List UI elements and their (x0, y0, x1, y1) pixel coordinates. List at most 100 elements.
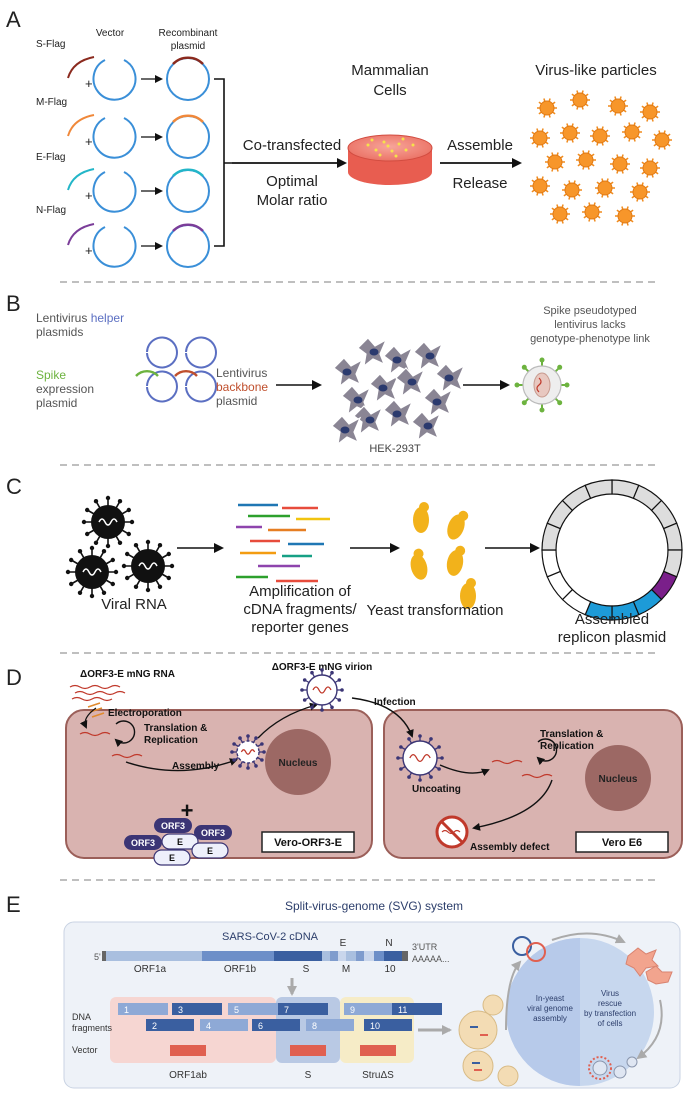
e-gene-fragment (67, 168, 95, 191)
m-insert (172, 114, 204, 123)
spike-head (418, 734, 422, 738)
spike-head (337, 698, 342, 702)
electroporation-label: Electroporation (108, 708, 182, 719)
nucleus-1 (265, 729, 331, 795)
spike-head (399, 767, 403, 771)
rna (79, 731, 111, 737)
vlp-particle (560, 123, 580, 143)
genome-segment (374, 951, 384, 961)
assembled-label-2: replicon plasmid (558, 629, 666, 646)
dna-fragment (364, 1019, 412, 1031)
cell2-label-box (575, 831, 669, 853)
svg-title: Split-virus-genome (SVG) system (285, 899, 463, 913)
orf1ab-label: ORF1ab (169, 1070, 207, 1081)
recombinant-plasmid (166, 169, 210, 213)
orf3-e-proteins: ORF3 ORF3 ORF3 E E E (124, 818, 232, 866)
yeast-cells (410, 502, 476, 609)
strus-label: StruΔS (362, 1070, 394, 1081)
cell1-label: Vero-ORF3-E (274, 837, 342, 849)
replicon-segment (662, 522, 683, 551)
recombinant-label-1: Recombinant (159, 28, 218, 39)
tr2-label-1: Translation & (540, 729, 603, 740)
orf3-protein (124, 835, 162, 850)
orf3-label: ORF3 (201, 828, 225, 838)
genome-segment (364, 951, 374, 961)
dna-fragment (118, 1003, 168, 1015)
yeast-assembly (458, 994, 519, 1087)
panel-a-letter: A (6, 7, 21, 32)
spike-head (254, 764, 258, 768)
spike-head (238, 764, 242, 768)
plasmids-icon (512, 936, 546, 962)
vector-plasmid (92, 59, 137, 101)
spike-head (440, 756, 444, 760)
e-insert (172, 168, 204, 177)
mammalian-label-1: Mammalian (351, 62, 429, 79)
optimal-label-2: Molar ratio (257, 192, 328, 209)
spike-head (521, 400, 527, 406)
fragment-number: 8 (312, 1021, 317, 1031)
amp-label-1: Amplification of (249, 583, 352, 600)
yeast-cell (460, 578, 476, 609)
virion (81, 495, 135, 549)
pseudo-label-1: Spike pseudotyped (543, 305, 637, 317)
genome-segment (202, 951, 274, 961)
cell-nucleus (392, 356, 402, 364)
dna-fragment (306, 1019, 354, 1031)
spike-head (330, 705, 334, 710)
rna (521, 773, 553, 779)
nucleus-2 (585, 745, 651, 811)
n-insert (172, 223, 204, 232)
cell-nucleus (342, 368, 352, 376)
loop-arrow (536, 738, 558, 766)
yeast-label: Yeast transformation (366, 602, 503, 619)
plasmid-group (135, 336, 217, 403)
spike-head (399, 745, 403, 749)
cell1-label-box (261, 831, 355, 853)
e-label: E (207, 846, 213, 856)
vector-box (170, 1045, 206, 1056)
panel-b-letter: B (6, 291, 21, 316)
spike-plasmid-label: plasmid (36, 396, 77, 410)
spike-head (337, 678, 342, 682)
dna-fragment (392, 1003, 442, 1015)
cell2-label: Vero E6 (602, 837, 642, 849)
released-virion (300, 668, 344, 712)
spike-insert (135, 370, 159, 377)
spike-head (260, 758, 264, 762)
backbone-plasmid-body (185, 370, 217, 403)
n-gene-fragment (67, 223, 95, 246)
vlp-label: Virus-like particles (535, 62, 656, 79)
fragment-number: 11 (398, 1005, 407, 1015)
dna-label-2: fragments (72, 1023, 113, 1033)
recombinant-plasmid (166, 57, 210, 101)
orf3-label: ORF3 (161, 821, 185, 831)
spike-head (429, 737, 433, 741)
cdna-fragments (236, 503, 330, 583)
envelope (236, 740, 260, 764)
vlp-particle (640, 102, 660, 122)
m-gene-label: M (342, 964, 350, 975)
hek-label: HEK-293T (369, 443, 421, 455)
virion (65, 545, 119, 599)
spike-head (539, 357, 545, 363)
pseudo-label-2: lentivirus lacks (554, 319, 626, 331)
yeast-cell (413, 502, 429, 533)
cdna-label: SARS-CoV-2 cDNA (222, 931, 319, 943)
vector-box (290, 1045, 326, 1056)
plus-sign: + (85, 76, 93, 91)
spike-head (437, 745, 441, 749)
fragment-number: 9 (350, 1005, 355, 1015)
e-protein (191, 842, 229, 859)
spike-head (429, 775, 433, 779)
plus-sign: + (85, 134, 93, 149)
vlp-particle (562, 180, 582, 200)
genome-segment (356, 951, 364, 961)
spike-head (514, 382, 520, 388)
inyeast-1: In-yeast (536, 994, 565, 1003)
s-flag-label: S-Flag (36, 39, 65, 50)
n-flag-label: N-Flag (36, 205, 66, 216)
spike-head (232, 742, 236, 746)
dna-fragment (146, 1019, 194, 1031)
